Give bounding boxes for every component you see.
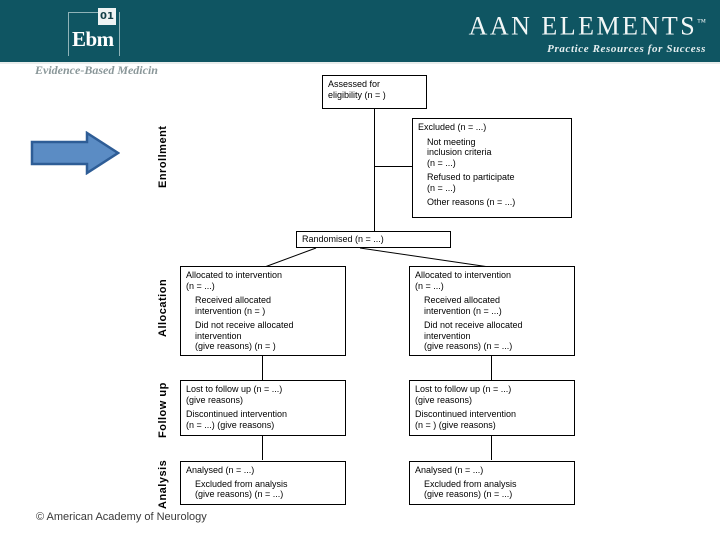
fu-left-item2-line2: (n = ...) (give reasons): [186, 419, 275, 430]
box-allocated-right: Allocated to intervention (n = ...) Rece…: [409, 266, 575, 356]
alloc-right-item1-line2: intervention (n = ...): [424, 305, 502, 316]
alloc-left-item-not-received: Did not receive allocated intervention (…: [186, 320, 341, 352]
an-left-item1-line1: Excluded from analysis: [195, 478, 288, 489]
an-left-item1-line2: (give reasons) (n = ...): [195, 489, 284, 499]
box-randomised: Randomised (n = ...): [296, 231, 451, 248]
fu-left-item2-line1: Discontinued intervention: [186, 409, 288, 419]
fu-right-item1-line1: Lost to follow up (n = ...): [415, 384, 512, 394]
ebm-logo-frame-left: [68, 12, 69, 56]
connector-followup-left-to-analysis: [262, 436, 263, 460]
aan-logo-title: AAN ELEMENTS™: [469, 8, 706, 41]
alloc-right-item2-line3: (give reasons) (n = ...): [424, 341, 513, 351]
excluded-item2-line2: (n = ...): [427, 182, 456, 193]
fu-left-item1-line1: Lost to follow up (n = ...): [186, 384, 283, 394]
an-left-item-excluded: Excluded from analysis (give reasons) (n…: [186, 479, 341, 500]
header-divider: [0, 62, 720, 64]
box-excluded: Excluded (n = ...) Not meeting inclusion…: [412, 118, 572, 218]
aan-elements-logo: AAN ELEMENTS™ Practice Resources for Suc…: [469, 8, 706, 56]
fu-left-item-discontinued: Discontinued intervention (n = ...) (giv…: [186, 409, 341, 430]
connector-followup-right-to-analysis: [491, 436, 492, 460]
alloc-right-head-line2: (n = ...): [415, 280, 444, 291]
assessed-line-1: Assessed for: [328, 79, 381, 89]
box-analysed-right: Analysed (n = ...) Excluded from analysi…: [409, 461, 575, 505]
assessed-line-2: eligibility (n = ): [328, 89, 386, 100]
fu-right-item2-line2: (n = ) (give reasons): [415, 419, 496, 430]
excluded-item-refused: Refused to participate (n = ...): [418, 172, 567, 193]
connector-assessed-to-excluded: [374, 166, 412, 167]
alloc-right-item2-line2: intervention: [424, 330, 471, 341]
excluded-item1-line3: (n = ...): [427, 157, 456, 168]
connector-alloc-right-to-followup: [491, 356, 492, 380]
alloc-left-item2-line2: intervention: [195, 330, 242, 341]
blue-right-arrow-icon: [30, 131, 120, 175]
fu-right-item1-line2: (give reasons): [415, 394, 473, 405]
an-right-item1-line1: Excluded from analysis: [424, 478, 517, 489]
ebm-logo: 01 Ebm: [68, 8, 126, 58]
ebm-logo-frame-right: [119, 12, 120, 56]
excluded-item1-line1: Not meeting: [427, 136, 476, 147]
excluded-item2-line1: Refused to participate: [427, 172, 515, 182]
ebm-logo-frame-top: [68, 12, 98, 13]
stage-label-allocation: Allocation: [157, 278, 169, 338]
an-right-item-excluded: Excluded from analysis (give reasons) (n…: [415, 479, 570, 500]
alloc-right-head-line1: Allocated to intervention: [415, 270, 512, 280]
ebm-logo-wordmark: Ebm: [72, 27, 114, 51]
fu-right-item2-line1: Discontinued intervention: [415, 409, 517, 419]
connector-alloc-left-to-followup: [262, 356, 263, 380]
an-left-head: Analysed (n = ...): [186, 465, 255, 475]
excluded-item3-line1: Other reasons (n = ...): [427, 197, 516, 207]
box-analysed-left: Analysed (n = ...) Excluded from analysi…: [180, 461, 346, 505]
box-followup-right: Lost to follow up (n = ...) (give reason…: [409, 380, 575, 436]
aan-logo-subtitle: Practice Resources for Success: [547, 42, 706, 55]
connector-assessed-to-randomised: [374, 109, 375, 231]
alloc-right-item-received: Received allocated intervention (n = ...…: [415, 295, 570, 316]
stage-label-followup: Follow up: [157, 382, 169, 438]
alloc-right-item-not-received: Did not receive allocated intervention (…: [415, 320, 570, 352]
excluded-item-other: Other reasons (n = ...): [418, 197, 567, 208]
alloc-left-item2-line3: (give reasons) (n = ): [195, 341, 276, 351]
randomised-text: Randomised (n = ...): [302, 234, 384, 244]
alloc-left-item1-line1: Received allocated: [195, 295, 272, 305]
alloc-left-item-received: Received allocated intervention (n = ): [186, 295, 341, 316]
header-bar: 01 Ebm AAN ELEMENTS™ Practice Resources …: [0, 0, 720, 62]
alloc-right-item2-line1: Did not receive allocated: [424, 320, 523, 330]
stage-label-analysis: Analysis: [157, 459, 169, 509]
fu-left-item1-line2: (give reasons): [186, 394, 244, 405]
aan-logo-title-text: AAN ELEMENTS: [468, 11, 698, 41]
box-followup-left: Lost to follow up (n = ...) (give reason…: [180, 380, 346, 436]
ebm-logo-badge: 01: [98, 8, 116, 25]
trademark-icon: ™: [697, 17, 706, 27]
excluded-item1-line2: inclusion criteria: [427, 147, 492, 157]
alloc-left-head-line2: (n = ...): [186, 280, 215, 291]
copyright-footer: © American Academy of Neurology: [36, 511, 207, 523]
excluded-item-not-meeting-criteria: Not meeting inclusion criteria (n = ...): [418, 137, 567, 169]
fu-right-item-discontinued: Discontinued intervention (n = ) (give r…: [415, 409, 570, 430]
ebm-tagline: Evidence-Based Medicin: [35, 63, 158, 77]
alloc-left-head-line1: Allocated to intervention: [186, 270, 283, 280]
alloc-right-item1-line1: Received allocated: [424, 295, 501, 305]
connector-randomised-branches: [261, 247, 497, 269]
stage-label-enrollment: Enrollment: [157, 125, 169, 189]
an-right-item1-line2: (give reasons) (n = ...): [424, 489, 513, 499]
excluded-head: Excluded (n = ...): [418, 122, 487, 132]
alloc-left-item2-line1: Did not receive allocated: [195, 320, 294, 330]
box-assessed-for-eligibility: Assessed for eligibility (n = ): [322, 75, 427, 109]
alloc-left-item1-line2: intervention (n = ): [195, 305, 266, 316]
an-right-head: Analysed (n = ...): [415, 465, 484, 475]
box-allocated-left: Allocated to intervention (n = ...) Rece…: [180, 266, 346, 356]
